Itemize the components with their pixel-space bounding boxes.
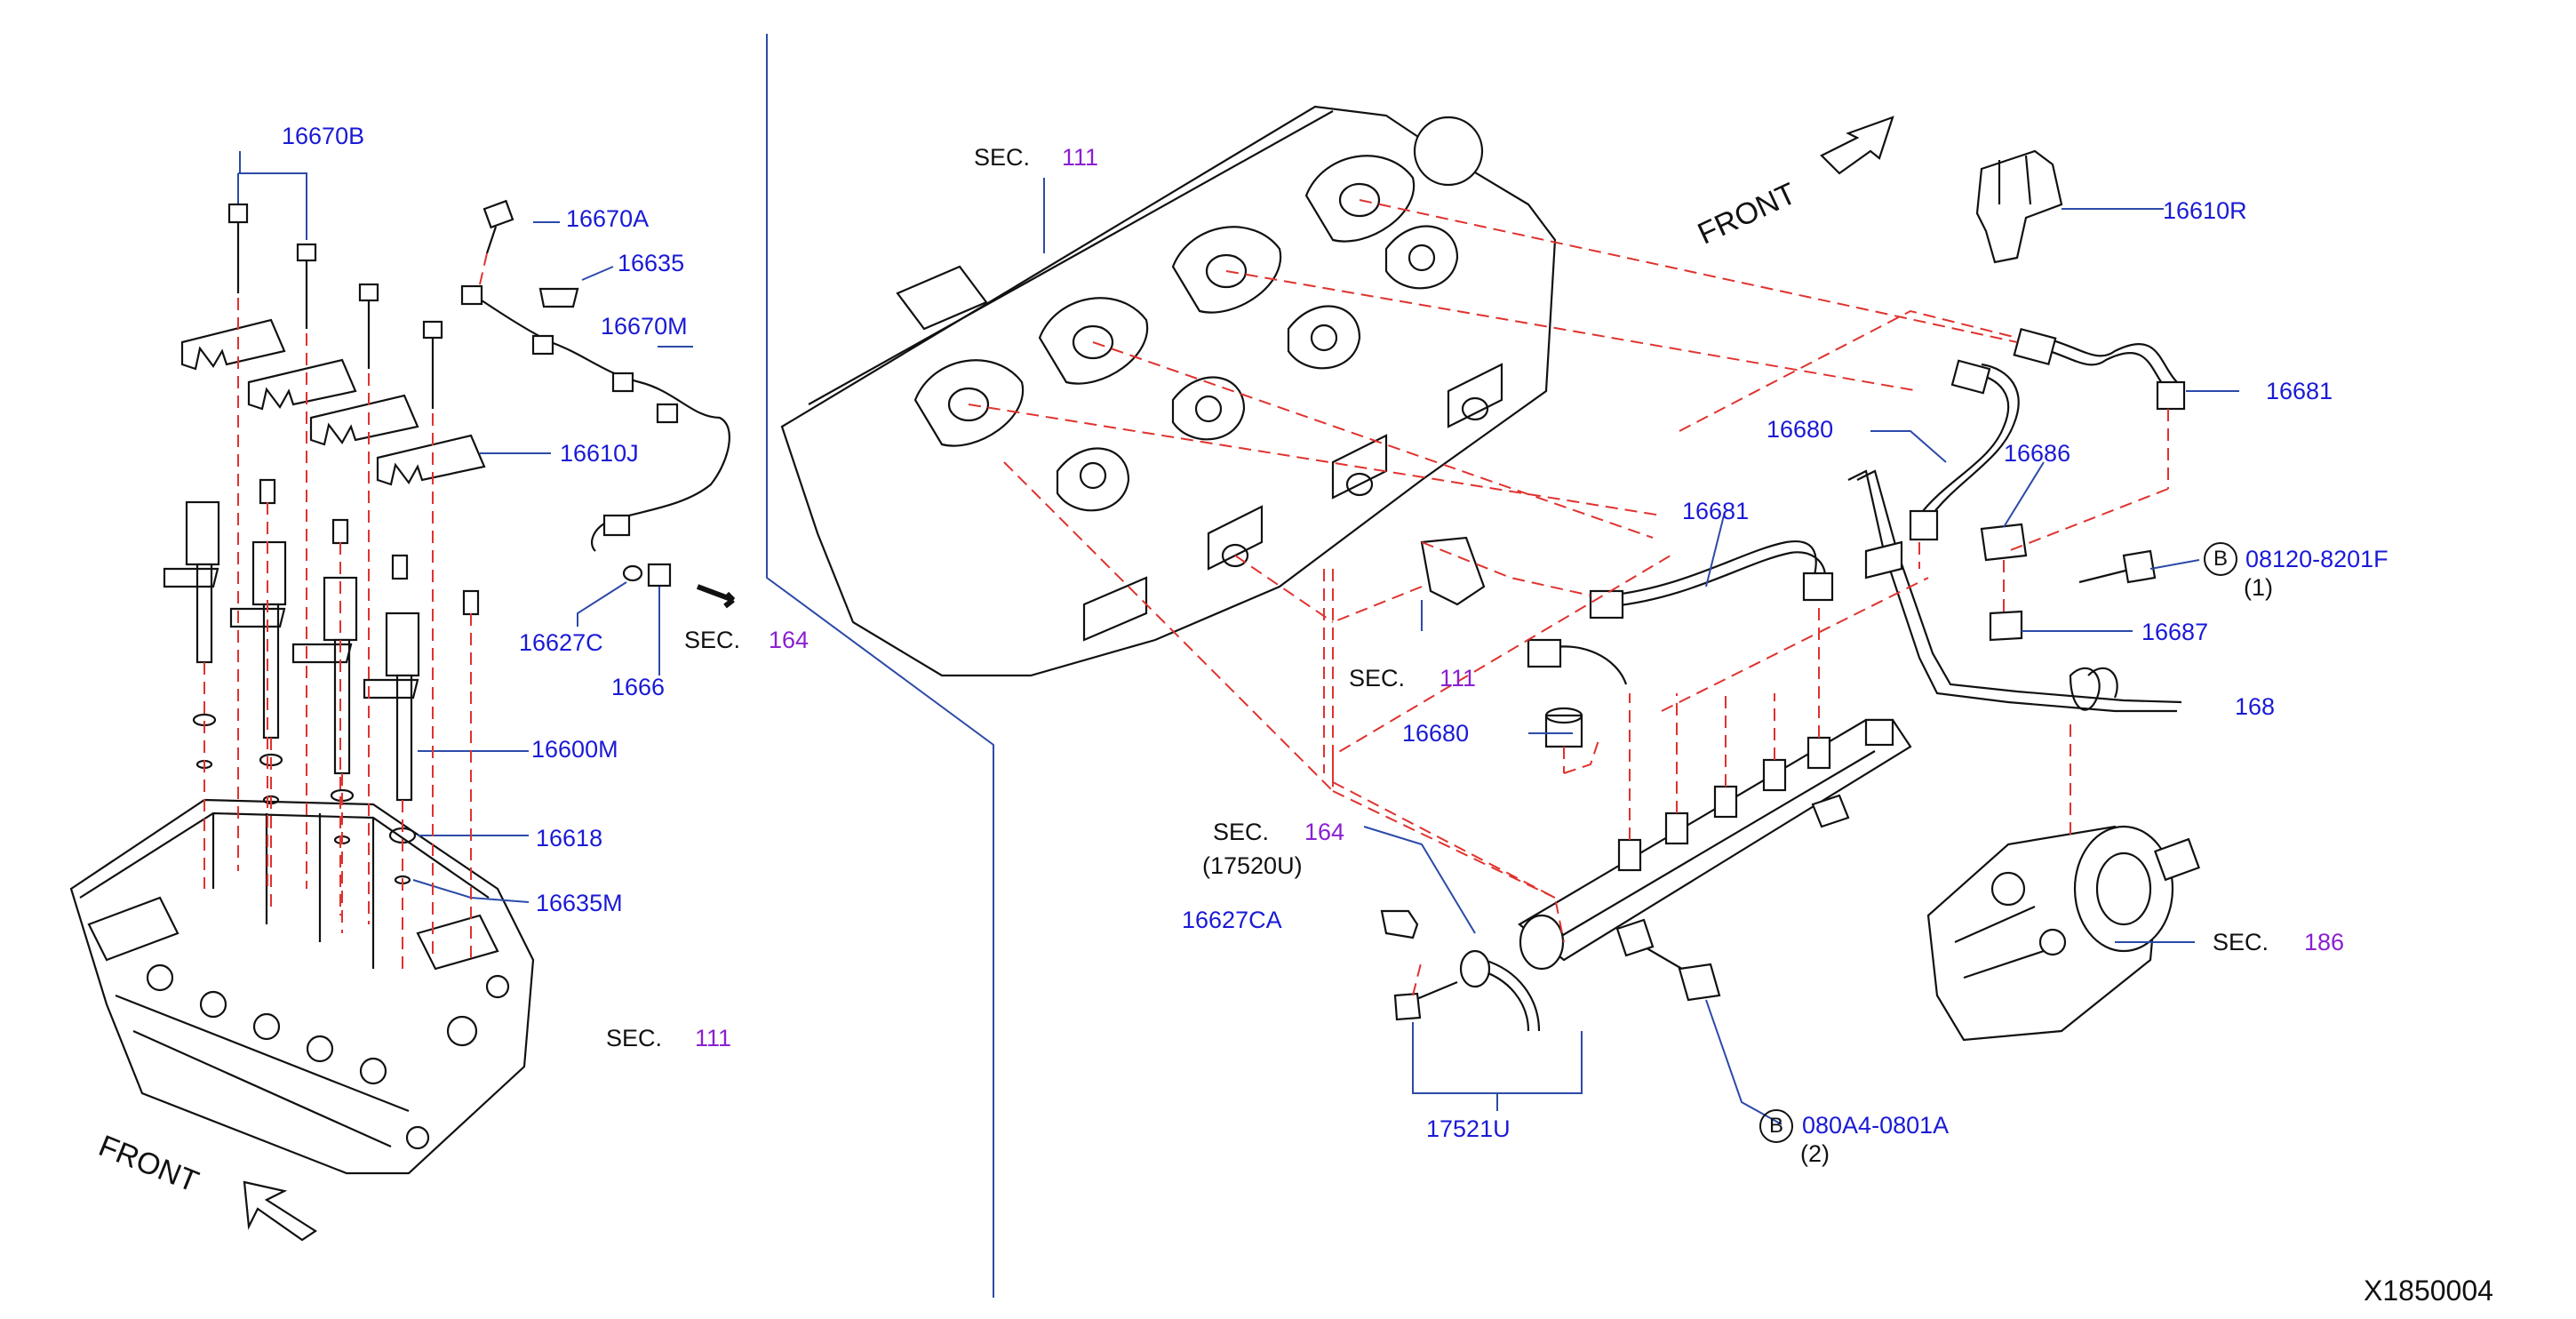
label-16610J[interactable]: 16610J	[560, 440, 639, 467]
clamp-16610R	[1975, 149, 2164, 264]
brackets-16686-16687	[1847, 461, 2182, 713]
label-16680-bottom[interactable]: 16680	[1402, 720, 1470, 747]
label-17521U[interactable]: 17521U	[1426, 1115, 1511, 1142]
sec-ref-111-left[interactable]: 111	[695, 1025, 732, 1051]
diagram-code: X1850004	[2364, 1275, 2493, 1307]
front-arrow-right	[1820, 116, 1894, 175]
front-arrow-left	[243, 1180, 318, 1242]
bolt-08120	[2078, 549, 2200, 584]
leader-lines-right	[1421, 390, 2239, 734]
label-16670A[interactable]: 16670A	[566, 205, 650, 232]
section-divider	[766, 34, 994, 1298]
sec-ref-111-mid[interactable]: 111	[1440, 665, 1477, 691]
qty-1: (1)	[2244, 574, 2273, 601]
label-16627C[interactable]: 16627C	[519, 629, 603, 656]
label-080A4-0801A[interactable]: 080A4-0801A	[1802, 1112, 1950, 1139]
sec-word-164-left: SEC.	[684, 627, 741, 653]
sec-ref-186[interactable]: 186	[2304, 929, 2345, 955]
label-17520U[interactable]: (17520U)	[1202, 852, 1303, 879]
rocker-cover-drawing	[780, 105, 1557, 677]
label-16627CA[interactable]: 16627CA	[1182, 907, 1282, 933]
sec-word-111-mid: SEC.	[1349, 665, 1406, 691]
label-16610R[interactable]: 16610R	[2163, 197, 2247, 224]
label-08120-8201F[interactable]: 08120-8201F	[2245, 546, 2389, 572]
label-16687[interactable]: 16687	[2141, 619, 2209, 645]
alignment-lines-left	[203, 298, 472, 969]
label-16618[interactable]: 16618	[536, 825, 603, 851]
sec-word-111-left: SEC.	[606, 1025, 663, 1051]
qty-2: (2)	[1800, 1140, 1830, 1167]
bolt-080A4	[1643, 946, 1782, 1125]
alignment-lines-right	[968, 199, 2169, 996]
clamps-16610J	[180, 318, 551, 486]
bolts-16670B	[227, 151, 443, 409]
cylinder-head-drawing	[69, 798, 535, 1175]
label-16681-top[interactable]: 16681	[2266, 378, 2333, 404]
injectors-16600M	[163, 500, 529, 802]
return-pipe-17521U	[1363, 826, 1583, 1111]
label-16686[interactable]: 16686	[2004, 440, 2071, 467]
sec-ref-164-left[interactable]: 164	[769, 627, 809, 653]
leak-off-pipe-16670M	[460, 199, 736, 675]
label-16600M[interactable]: 16600M	[531, 736, 618, 763]
fuel-pump-drawing	[1926, 825, 2201, 1042]
bolt-marker-b-2: B	[1759, 1109, 1793, 1143]
label-16670B[interactable]: 16670B	[282, 123, 365, 149]
label-16635[interactable]: 16635	[618, 250, 685, 276]
fuel-rail	[1518, 718, 1912, 971]
sec-word-111-top: SEC.	[974, 144, 1031, 171]
label-16635M[interactable]: 16635M	[536, 890, 623, 916]
sec-ref-164-bottom[interactable]: 164	[1304, 819, 1345, 845]
high-pressure-pipes	[1420, 327, 2186, 748]
label-16681-mid[interactable]: 16681	[1682, 498, 1750, 524]
label-16680-top[interactable]: 16680	[1767, 416, 1834, 443]
sec-ref-111-top[interactable]: 111	[1062, 144, 1099, 171]
label-168[interactable]: 168	[2235, 693, 2276, 720]
sec-word-186: SEC.	[2213, 929, 2269, 955]
bolt-marker-b-1: B	[2204, 542, 2237, 576]
label-16670M[interactable]: 16670M	[601, 313, 688, 340]
label-1666[interactable]: 1666	[611, 674, 666, 700]
sec-word-164-bottom: SEC.	[1213, 819, 1270, 845]
